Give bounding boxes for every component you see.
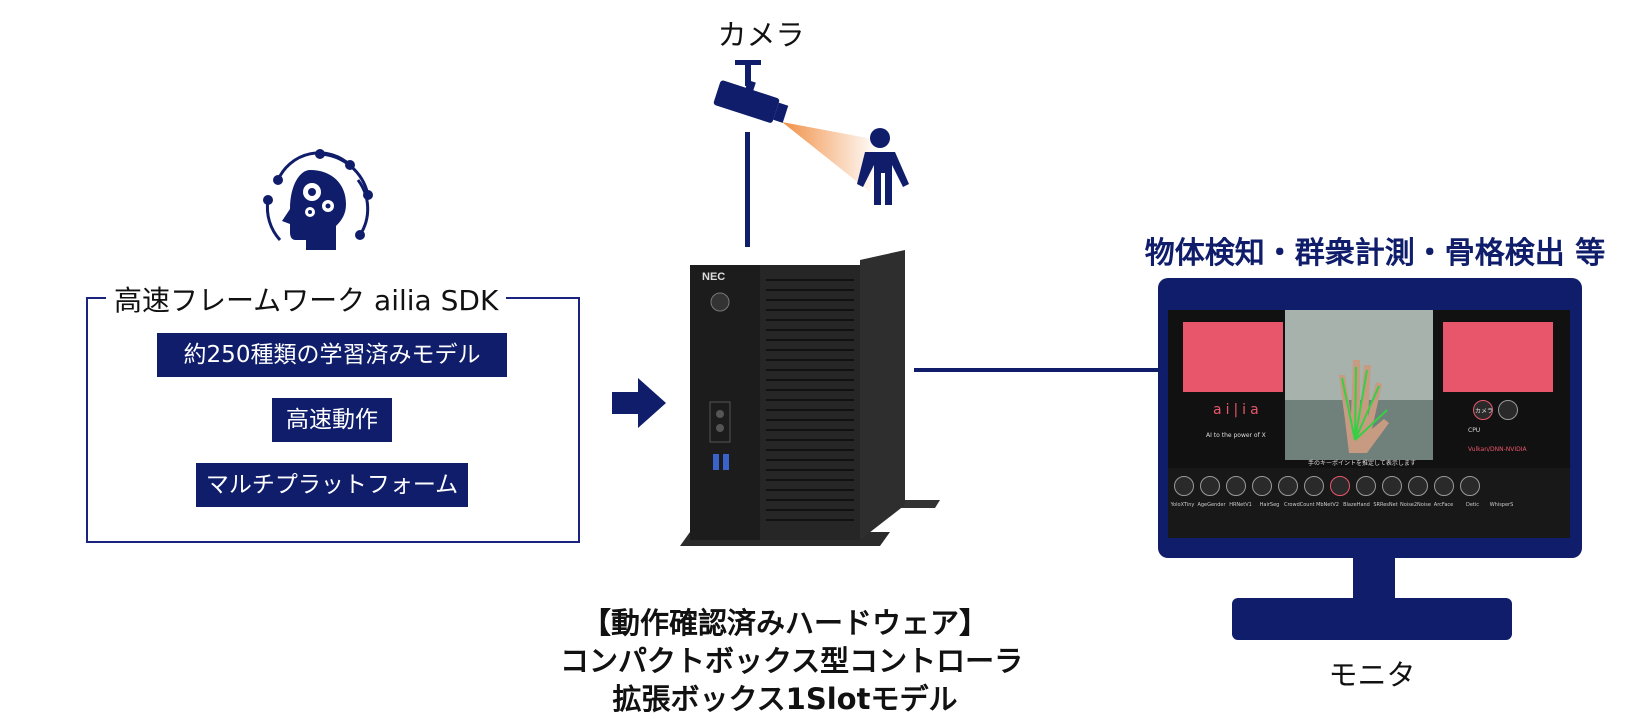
brand-logo: NEC bbox=[702, 271, 725, 283]
screen-model-bar: YoloXTiny AgeGender HRNetV1 HairSeg Crow… bbox=[1168, 468, 1570, 538]
screen-device-label: Vulkan/DNN-NVIDIA bbox=[1468, 446, 1527, 453]
model-name: HairSeg bbox=[1259, 502, 1280, 508]
model-circle[interactable] bbox=[1434, 476, 1454, 496]
model-circle[interactable] bbox=[1200, 476, 1220, 496]
camera-label: カメラ bbox=[717, 18, 805, 52]
hardware-caption-line2: コンパクトボックス型コントローラ bbox=[560, 644, 1024, 678]
screen-logo: ai|ia bbox=[1213, 402, 1263, 418]
screen-camera-button-label: カメラ bbox=[1475, 408, 1494, 415]
model-circle[interactable] bbox=[1174, 476, 1194, 496]
sdk-title: 高速フレームワーク ailia SDK bbox=[106, 284, 507, 318]
model-name: HRNetV1 bbox=[1229, 502, 1252, 508]
model-circle[interactable] bbox=[1304, 476, 1324, 496]
model-circle[interactable] bbox=[1382, 476, 1402, 496]
model-name: AgeGender bbox=[1197, 502, 1226, 508]
screen-camera-button[interactable] bbox=[1473, 400, 1493, 420]
model-circle[interactable] bbox=[1408, 476, 1428, 496]
screen-file-button[interactable] bbox=[1498, 400, 1518, 420]
model-name: Noise2Noise bbox=[1400, 502, 1431, 508]
model-name: ArcFace bbox=[1433, 502, 1454, 508]
feature-badge-speed: 高速動作 bbox=[272, 398, 392, 442]
model-name: WhisperS bbox=[1489, 502, 1514, 508]
model-name: BlazeHand bbox=[1343, 502, 1370, 508]
monitor-label: モニタ bbox=[1328, 658, 1416, 692]
model-circle[interactable] bbox=[1252, 476, 1272, 496]
screen-tagline: AI to the power of X bbox=[1206, 432, 1266, 439]
screen-left-panel bbox=[1183, 322, 1283, 392]
box-controller-illustration: NEC bbox=[680, 250, 940, 546]
model-circle[interactable] bbox=[1460, 476, 1480, 496]
hardware-caption-line3: 拡張ボックス1Slotモデル bbox=[612, 682, 958, 716]
monitor-stand-neck bbox=[1353, 558, 1395, 604]
monitor-title: 物体検知・群衆計測・骨格検出 等 bbox=[1144, 236, 1606, 271]
screen-hint: 手のキーポイントを推定して表示します bbox=[1308, 460, 1416, 467]
screen-right-panel bbox=[1443, 322, 1553, 392]
camera-person-illustration bbox=[713, 60, 909, 247]
person-icon bbox=[857, 128, 909, 205]
hardware-caption-line1: 【動作確認済みハードウェア】 bbox=[581, 606, 988, 640]
model-circle-active[interactable] bbox=[1330, 476, 1350, 496]
model-circle[interactable] bbox=[1278, 476, 1298, 496]
monitor-connection-line bbox=[914, 368, 1160, 372]
screen-camera-view bbox=[1285, 310, 1433, 460]
camera-view-cone bbox=[782, 122, 878, 192]
feature-badge-models: 約250種類の学習済みモデル bbox=[157, 333, 507, 377]
model-name: SRResNet bbox=[1373, 502, 1398, 508]
camera-icon bbox=[713, 80, 789, 123]
model-name: CrowdCount bbox=[1284, 502, 1315, 508]
model-name: Detic bbox=[1465, 502, 1480, 508]
monitor-screen: ai|ia AI to the power of X 手のキーポイントを推定して… bbox=[1168, 310, 1570, 538]
monitor-stand-base bbox=[1232, 598, 1512, 640]
ai-brain-icon bbox=[263, 149, 373, 250]
feature-badge-platform: マルチプラットフォーム bbox=[196, 463, 468, 507]
flow-arrow-icon bbox=[612, 378, 666, 428]
model-name: MbNetV2 bbox=[1316, 502, 1339, 508]
screen-cpu-label: CPU bbox=[1468, 427, 1481, 434]
model-circle[interactable] bbox=[1226, 476, 1246, 496]
model-circle[interactable] bbox=[1356, 476, 1376, 496]
model-name: YoloXTiny bbox=[1170, 502, 1195, 508]
